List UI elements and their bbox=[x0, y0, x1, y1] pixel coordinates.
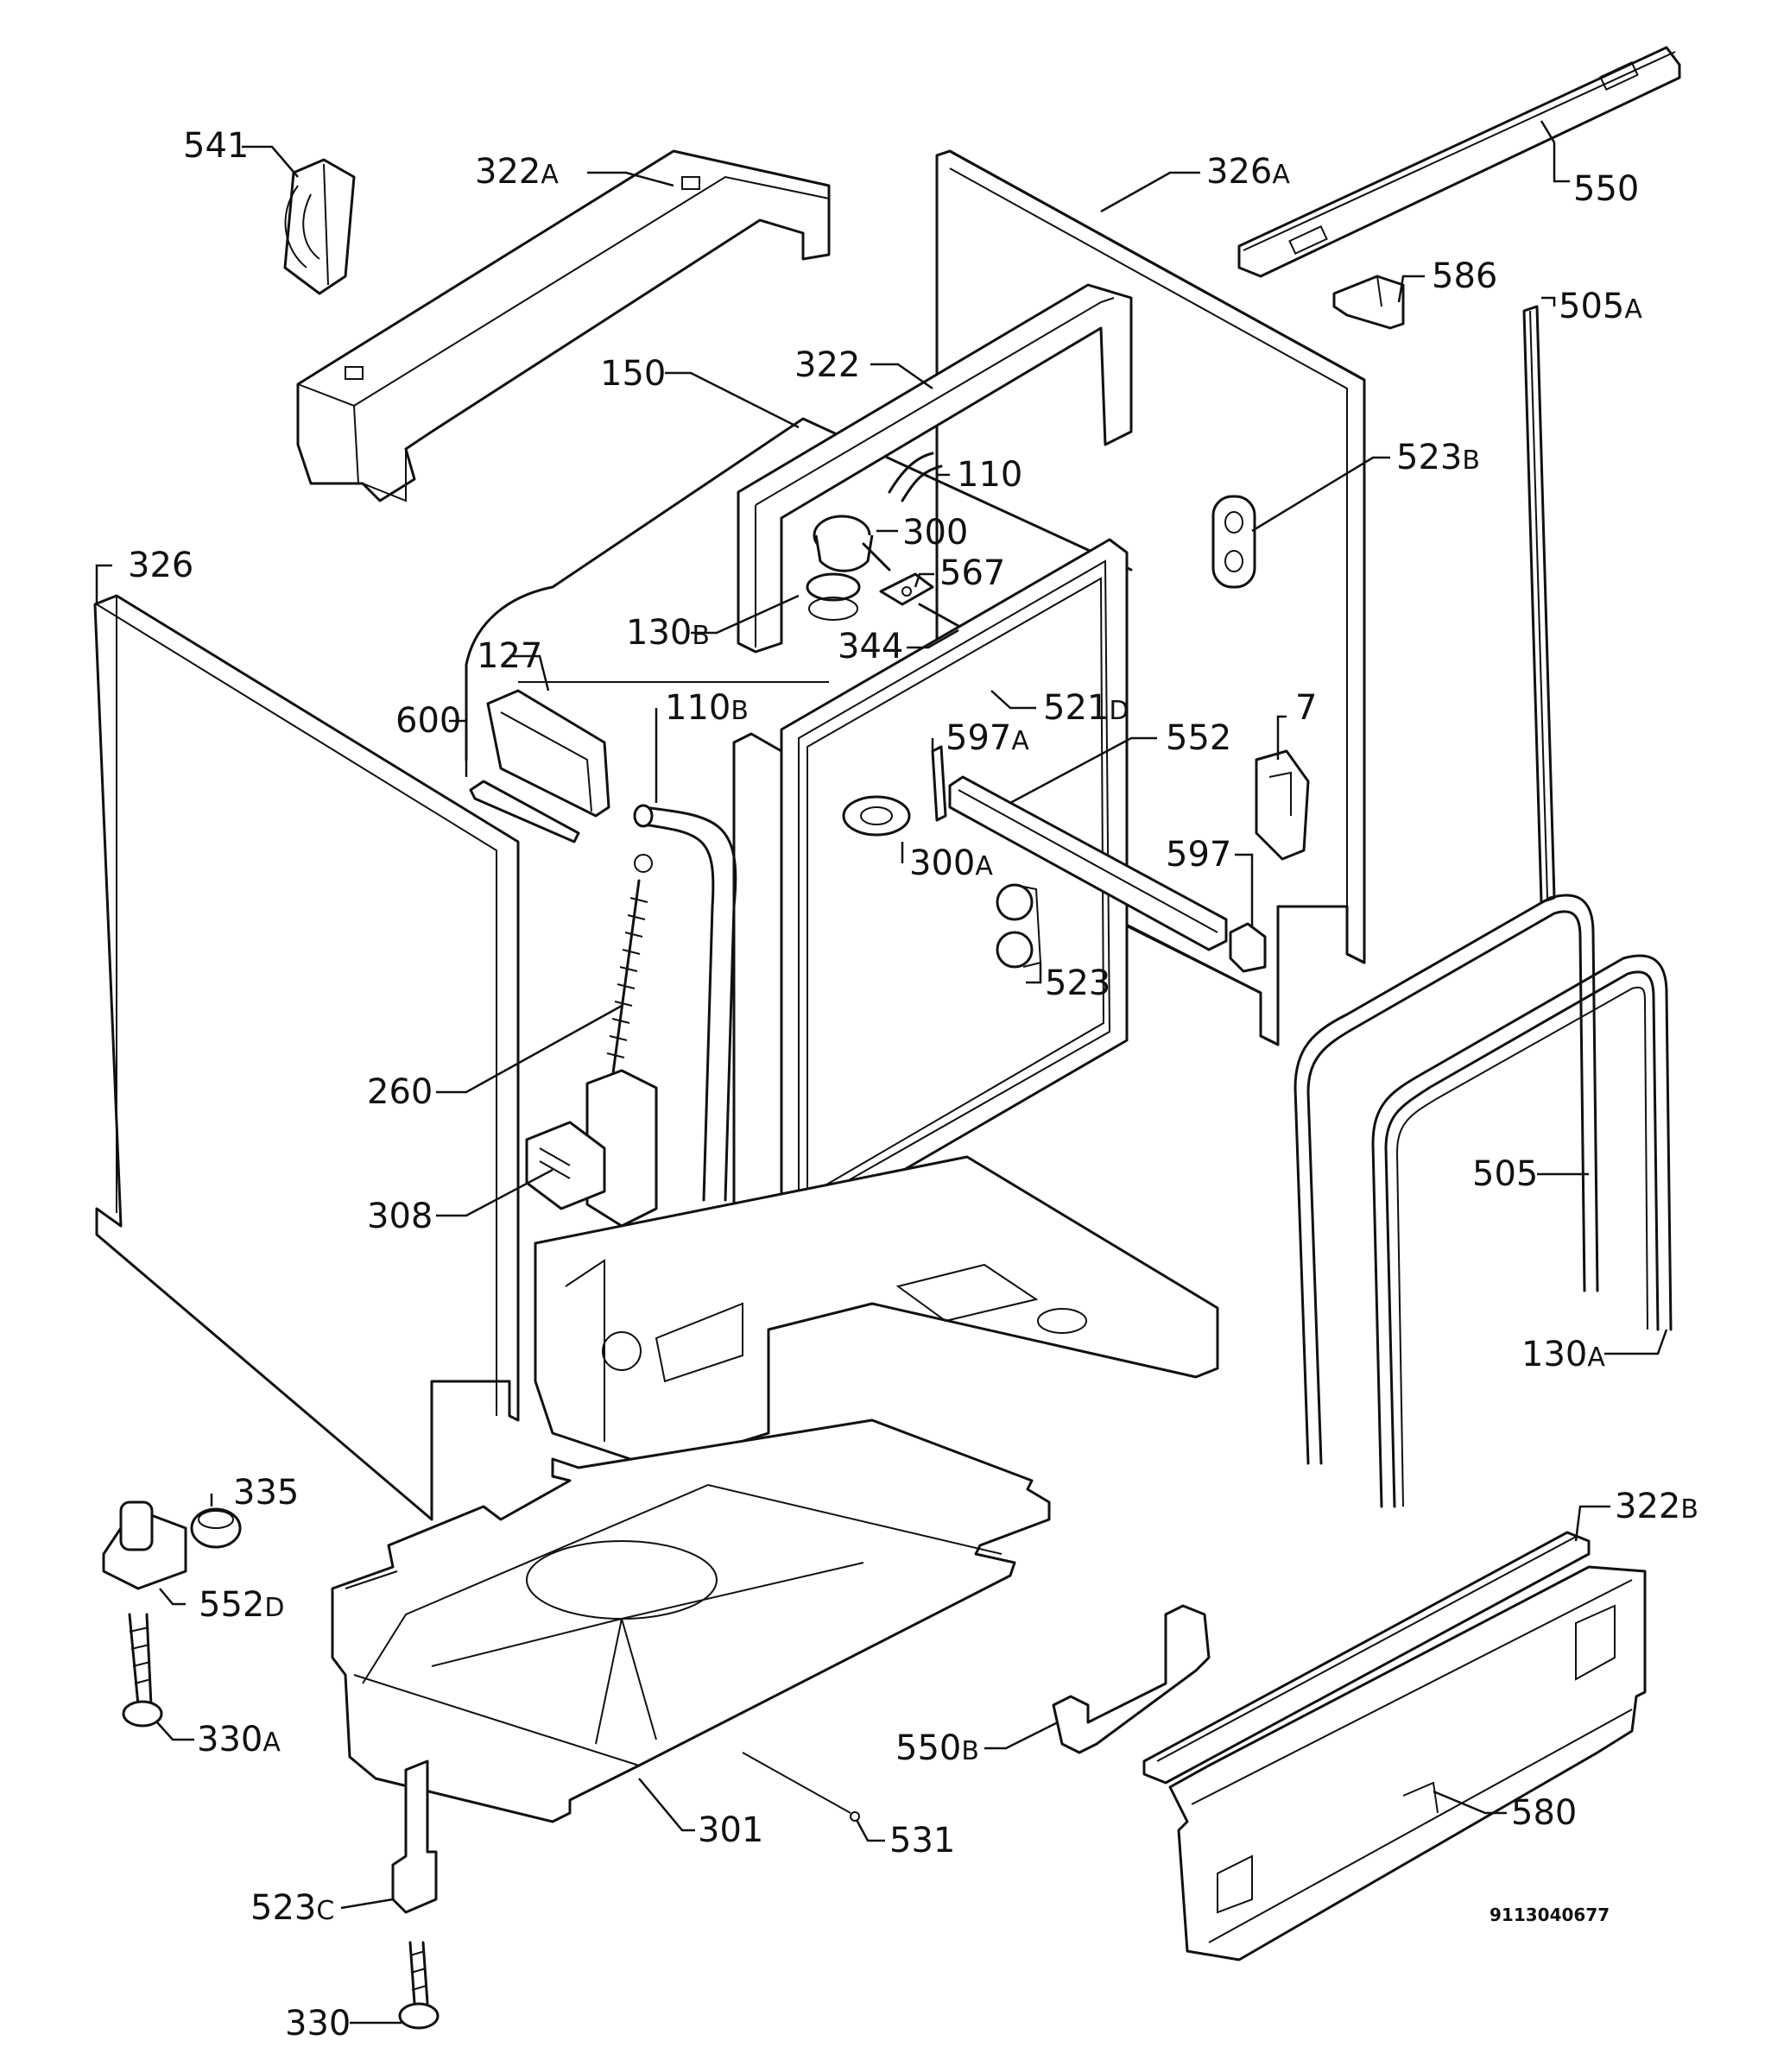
screw-330 bbox=[398, 1941, 440, 2030]
rail-322b bbox=[1142, 1531, 1591, 1785]
label-110b: 110B bbox=[665, 688, 749, 728]
leader-lines bbox=[95, 120, 1668, 2025]
cap-597 bbox=[1229, 922, 1267, 973]
kickplate-580 bbox=[1168, 1565, 1647, 1961]
dispenser-127 bbox=[486, 689, 610, 818]
plate-567 bbox=[879, 572, 934, 606]
clip-550b bbox=[1052, 1604, 1211, 1754]
label-600: 600 bbox=[395, 701, 461, 741]
hose-110 bbox=[888, 452, 943, 502]
hinge-308 bbox=[525, 1069, 658, 1228]
base-assembly bbox=[534, 1155, 1219, 1469]
label-552d: 552D bbox=[199, 1585, 284, 1625]
label-150: 150 bbox=[600, 354, 666, 394]
grommet-523b bbox=[1211, 495, 1256, 589]
label-521d: 521D bbox=[1043, 688, 1129, 728]
label-300a: 300A bbox=[909, 843, 993, 883]
label-344: 344 bbox=[838, 627, 903, 666]
gear-335 bbox=[190, 1507, 242, 1549]
label-550b: 550B bbox=[895, 1728, 979, 1768]
label-580: 580 bbox=[1511, 1793, 1577, 1833]
label-523: 523 bbox=[1045, 963, 1110, 1003]
label-335: 335 bbox=[233, 1473, 299, 1513]
label-550: 550 bbox=[1573, 169, 1639, 209]
hose-110b bbox=[633, 804, 737, 1202]
bracket-586 bbox=[1332, 275, 1405, 330]
screw-330a bbox=[122, 1613, 163, 1728]
label-322: 322 bbox=[794, 345, 860, 385]
seal-130a bbox=[1371, 954, 1673, 1508]
label-308: 308 bbox=[367, 1197, 433, 1236]
fitting-300a bbox=[842, 795, 911, 837]
label-260: 260 bbox=[367, 1072, 433, 1112]
plug-523 bbox=[996, 883, 1042, 969]
label-130b: 130B bbox=[626, 613, 710, 653]
seal-505 bbox=[1293, 894, 1599, 1465]
label-567: 567 bbox=[939, 553, 1005, 593]
label-531: 531 bbox=[889, 1821, 955, 1860]
seal-strip-505a bbox=[1522, 305, 1556, 904]
label-523c: 523C bbox=[250, 1888, 334, 1928]
label-326: 326 bbox=[128, 546, 193, 585]
frame-322a bbox=[296, 149, 831, 502]
rail-552 bbox=[948, 775, 1228, 951]
label-322a: 322A bbox=[475, 152, 559, 192]
side-panel-326 bbox=[93, 594, 520, 1521]
bracket-523c bbox=[391, 1759, 438, 1914]
rail-550 bbox=[1237, 46, 1681, 278]
valve-300 bbox=[813, 515, 891, 572]
part-labels: 541 322A 326A 550 586 505A 150 322 110 5… bbox=[128, 126, 1698, 2044]
spring-260 bbox=[606, 854, 653, 1107]
sensor-552d bbox=[102, 1500, 187, 1590]
label-330: 330 bbox=[285, 2004, 351, 2044]
frame-322 bbox=[737, 283, 1133, 654]
label-505: 505 bbox=[1472, 1154, 1538, 1194]
label-597: 597 bbox=[1166, 835, 1231, 875]
label-300: 300 bbox=[902, 513, 968, 553]
label-7: 7 bbox=[1295, 688, 1317, 728]
base-plate-301 bbox=[331, 1418, 1051, 1823]
bracket-7 bbox=[1255, 749, 1310, 861]
label-130a: 130A bbox=[1521, 1335, 1605, 1374]
label-301: 301 bbox=[698, 1810, 763, 1850]
label-127: 127 bbox=[477, 636, 542, 676]
label-505a: 505A bbox=[1559, 287, 1642, 326]
label-541: 541 bbox=[183, 126, 249, 166]
clip-541 bbox=[283, 158, 356, 295]
label-322b: 322B bbox=[1615, 1487, 1698, 1526]
clip-597a bbox=[931, 745, 947, 822]
document-code: 9113040677 bbox=[1490, 1905, 1610, 1925]
ring-130b bbox=[806, 572, 861, 621]
label-552: 552 bbox=[1166, 718, 1231, 758]
label-523b: 523B bbox=[1396, 438, 1480, 477]
label-597a: 597A bbox=[946, 718, 1029, 758]
label-110: 110 bbox=[957, 455, 1022, 495]
rear-panel-326a bbox=[935, 149, 1366, 1046]
wire-531 bbox=[742, 1752, 860, 1822]
label-326a: 326A bbox=[1206, 152, 1290, 192]
label-330a: 330A bbox=[197, 1720, 281, 1759]
strip-600 bbox=[469, 780, 580, 843]
door-side-strip bbox=[732, 732, 783, 1223]
label-586: 586 bbox=[1432, 256, 1497, 296]
